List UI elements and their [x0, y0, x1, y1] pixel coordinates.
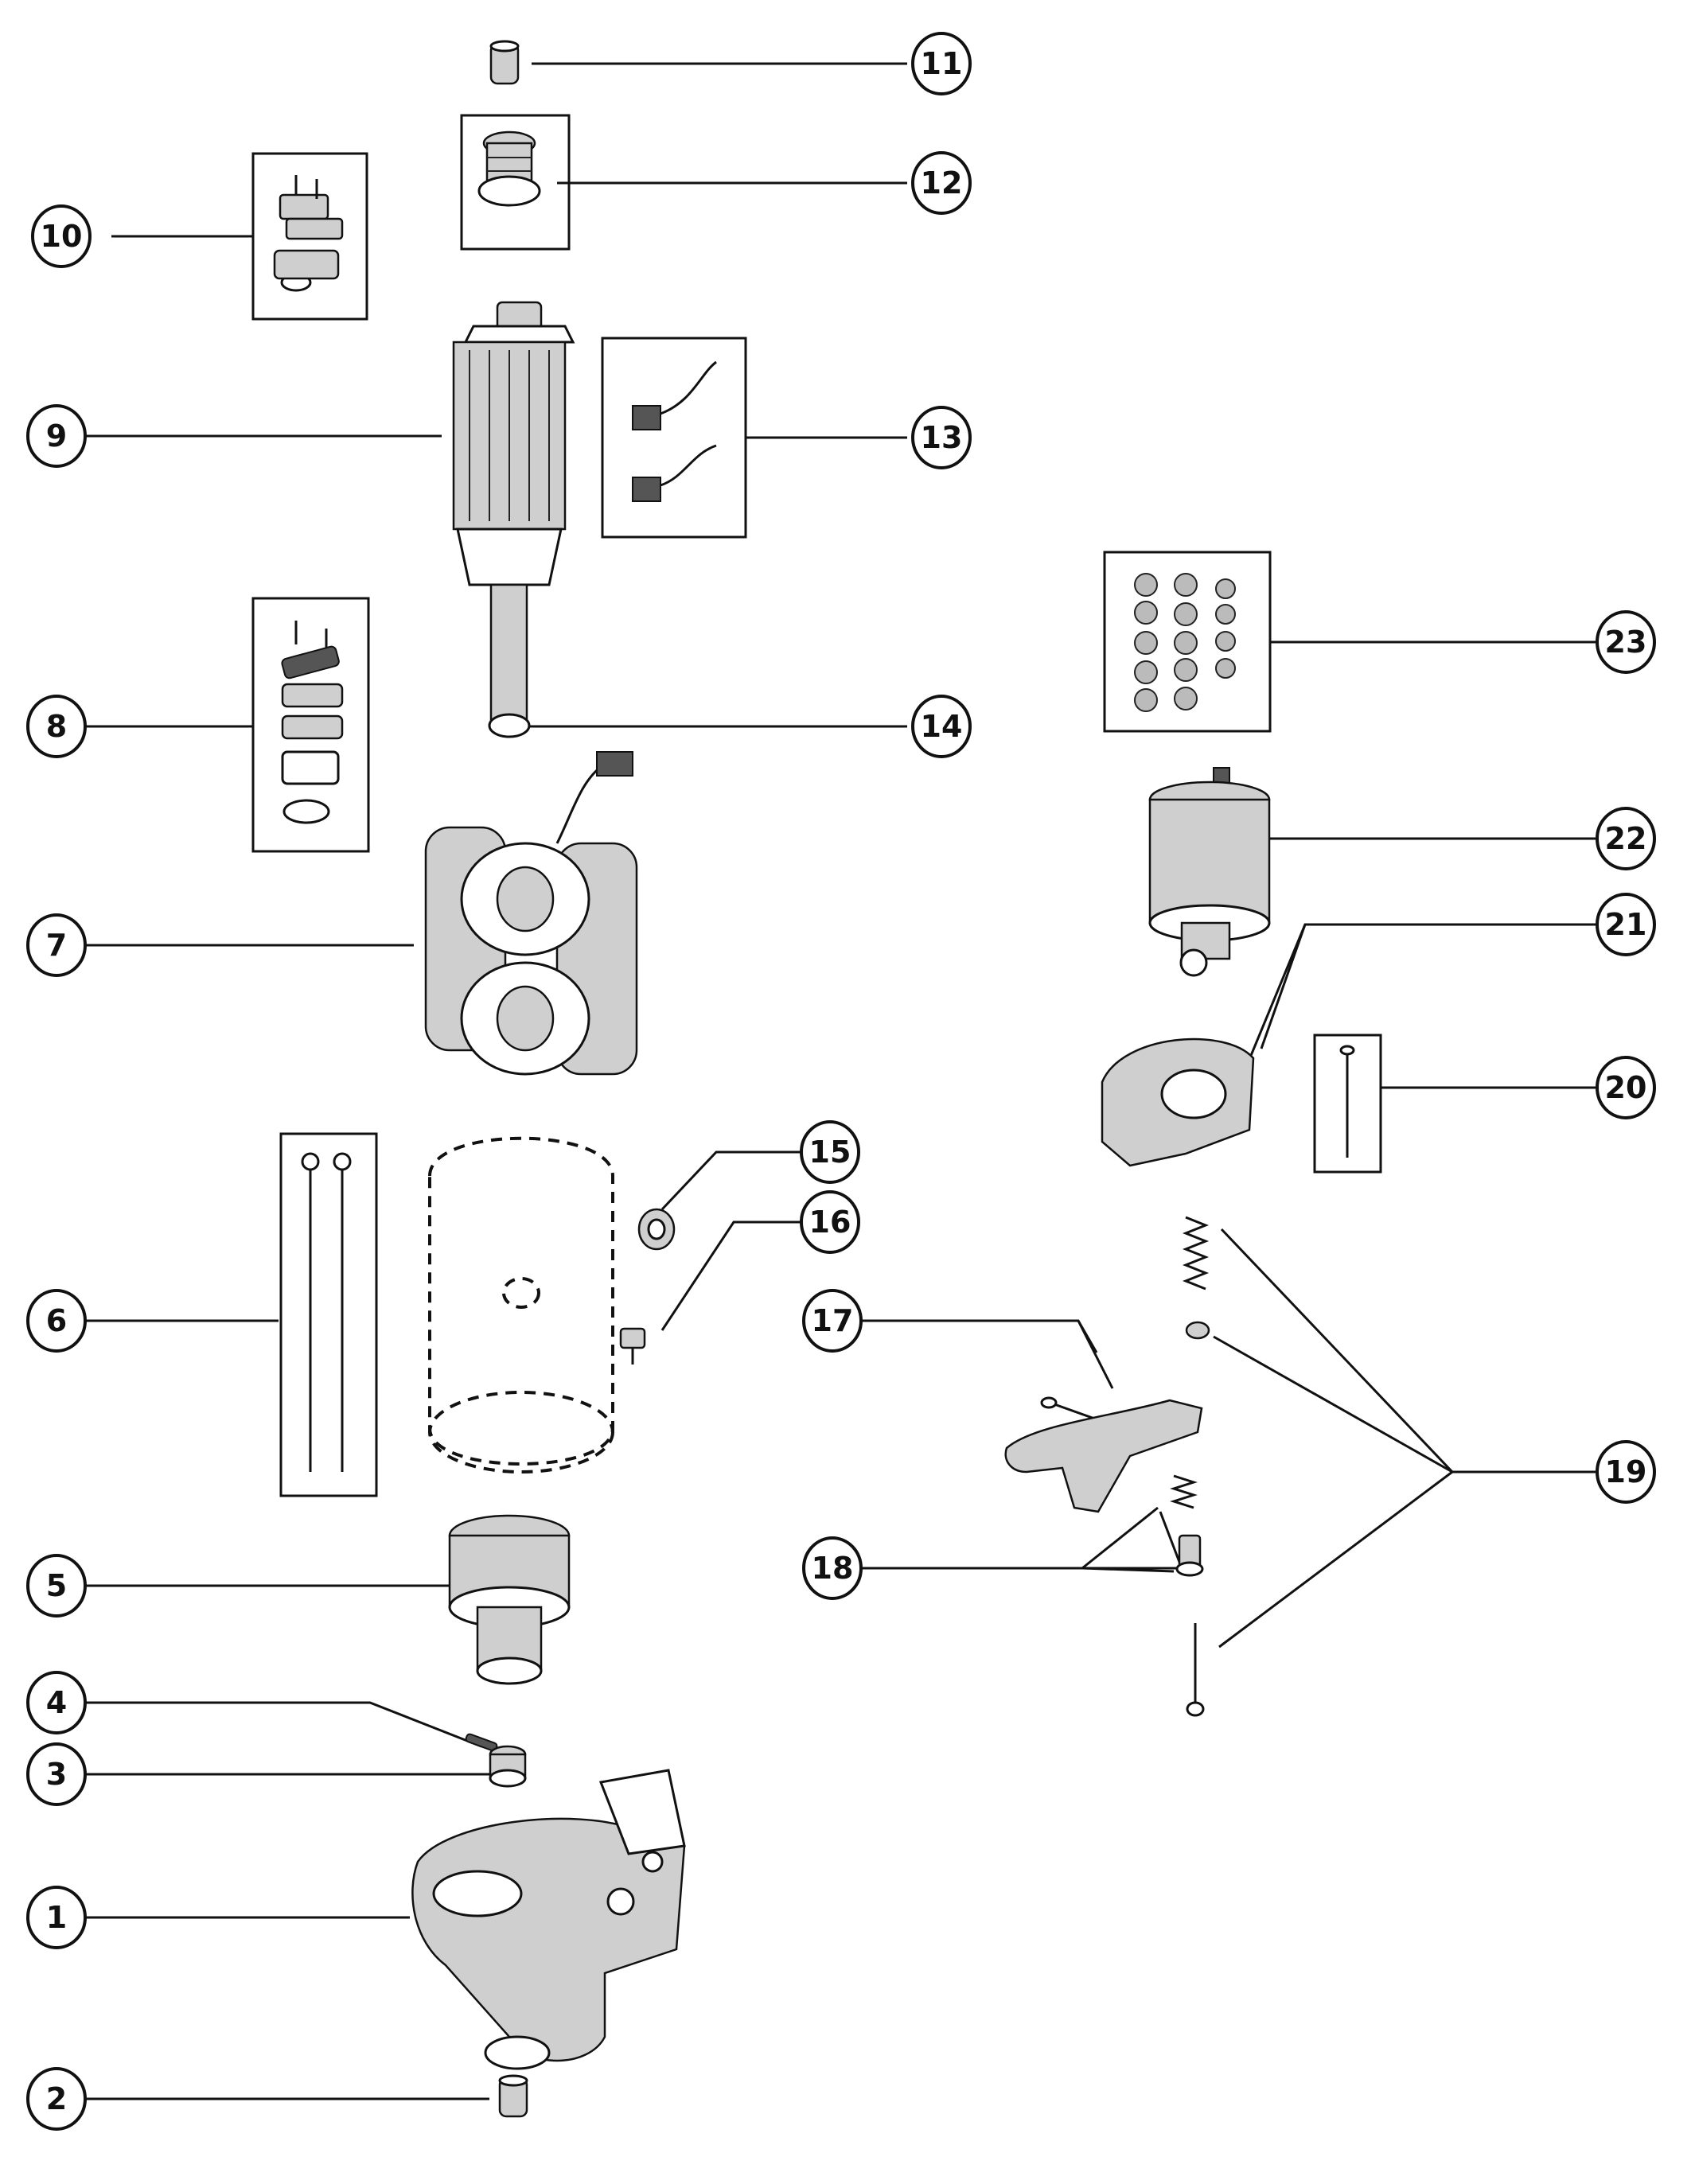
- frame-outline: [428, 1136, 614, 1474]
- callout-label: 15: [809, 1135, 851, 1170]
- callout-10: 10: [31, 204, 92, 268]
- callout-label: 18: [812, 1551, 854, 1586]
- callout-label: 9: [46, 419, 67, 454]
- callout-circle: [26, 404, 87, 468]
- callout-circle: [1596, 1056, 1656, 1119]
- part-13-brushes: [632, 360, 717, 502]
- callout-circle: [26, 2067, 87, 2131]
- part-6-thru-bolts: [301, 1152, 352, 1472]
- callout-label: 4: [46, 1685, 67, 1720]
- part-15-grommet: [637, 1208, 676, 1251]
- callout-label: 14: [921, 709, 963, 744]
- callout-1: 1: [26, 1886, 87, 1949]
- part-3-collar: [489, 1745, 527, 1788]
- part-16-screw: [619, 1327, 646, 1365]
- part-11-bushing: [489, 40, 520, 85]
- callout-4: 4: [26, 1671, 87, 1734]
- callout-label: 21: [1605, 907, 1647, 942]
- part-23-hardware-kit: [1134, 573, 1236, 712]
- callout-18: 18: [802, 1536, 863, 1600]
- callout-label: 6: [46, 1303, 67, 1338]
- callout-circle: [1596, 1440, 1656, 1504]
- callout-11: 11: [911, 32, 972, 95]
- callout-circle: [802, 1289, 863, 1353]
- shift-lever: [1004, 1399, 1203, 1513]
- callout-circle: [800, 1190, 860, 1254]
- callout-16: 16: [800, 1190, 860, 1254]
- callout-circle: [26, 1742, 87, 1806]
- part-8-terminal-kit: [281, 621, 344, 824]
- part-10-brush-holder-kit: [273, 175, 344, 292]
- part-21-solenoid-bracket: [1101, 1037, 1255, 1167]
- callout-circle: [1596, 610, 1656, 674]
- callout-8: 8: [26, 695, 87, 758]
- callout-circle: [911, 151, 972, 215]
- callout-label: 1: [46, 1900, 67, 1935]
- callout-17: 17: [802, 1289, 863, 1353]
- callout-label: 7: [46, 928, 67, 963]
- callout-circle: [26, 913, 87, 977]
- callout-7: 7: [26, 913, 87, 977]
- callout-14: 14: [911, 695, 972, 758]
- part-1-drive-end-housing: [411, 1769, 686, 2070]
- callout-circle: [802, 1536, 863, 1600]
- callout-15: 15: [800, 1120, 860, 1184]
- callout-circle: [26, 695, 87, 758]
- callout-label: 10: [41, 219, 83, 254]
- callout-circle: [911, 32, 972, 95]
- callout-circle: [911, 406, 972, 469]
- callout-label: 19: [1605, 1454, 1647, 1489]
- part-19-spring-hardware: [1182, 1216, 1210, 1717]
- callout-label: 5: [46, 1568, 67, 1603]
- callout-circle: [26, 1671, 87, 1734]
- callout-label: 16: [809, 1205, 851, 1240]
- callout-21: 21: [1596, 893, 1656, 956]
- callout-circle: [26, 1886, 87, 1949]
- callout-label: 17: [812, 1303, 854, 1338]
- callout-23: 23: [1596, 610, 1656, 674]
- callout-label: 13: [921, 420, 963, 455]
- callout-label: 2: [46, 2081, 67, 2116]
- callout-circle: [31, 204, 92, 268]
- callout-9: 9: [26, 404, 87, 468]
- callout-circle: [1596, 807, 1656, 870]
- callout-label: 12: [921, 165, 963, 200]
- part-20-bolt: [1339, 1045, 1355, 1158]
- kit-boxes: [251, 114, 1382, 1497]
- callout-label: 11: [921, 46, 963, 81]
- callout-2: 2: [26, 2067, 87, 2131]
- part-18-spring-screw: [1170, 1474, 1204, 1577]
- part-12-bushing: [477, 130, 541, 207]
- callout-circle: [911, 695, 972, 758]
- callout-label: 3: [46, 1757, 67, 1792]
- part-7-field-coils: [424, 751, 638, 1076]
- callout-20: 20: [1596, 1056, 1656, 1119]
- callout-12: 12: [911, 151, 972, 215]
- callout-3: 3: [26, 1742, 87, 1806]
- callout-circle: [26, 1554, 87, 1618]
- callout-22: 22: [1596, 807, 1656, 870]
- part-22-solenoid: [1148, 767, 1271, 977]
- callout-circle: [800, 1120, 860, 1184]
- callout-circle: [1596, 893, 1656, 956]
- callout-label: 22: [1605, 821, 1647, 856]
- callout-label: 20: [1605, 1070, 1647, 1105]
- part-2-bushing: [498, 2074, 528, 2118]
- callout-circle: [26, 1289, 87, 1353]
- part-4-pin: [465, 1733, 498, 1752]
- callout-label: 8: [46, 709, 67, 744]
- part-5-drive-assembly: [448, 1514, 571, 1685]
- callout-5: 5: [26, 1554, 87, 1618]
- callout-13: 13: [911, 406, 972, 469]
- callout-19: 19: [1596, 1440, 1656, 1504]
- callout-6: 6: [26, 1289, 87, 1353]
- part-9-armature: [452, 301, 575, 738]
- callout-label: 23: [1605, 625, 1647, 660]
- leader-lines: [86, 62, 1596, 2100]
